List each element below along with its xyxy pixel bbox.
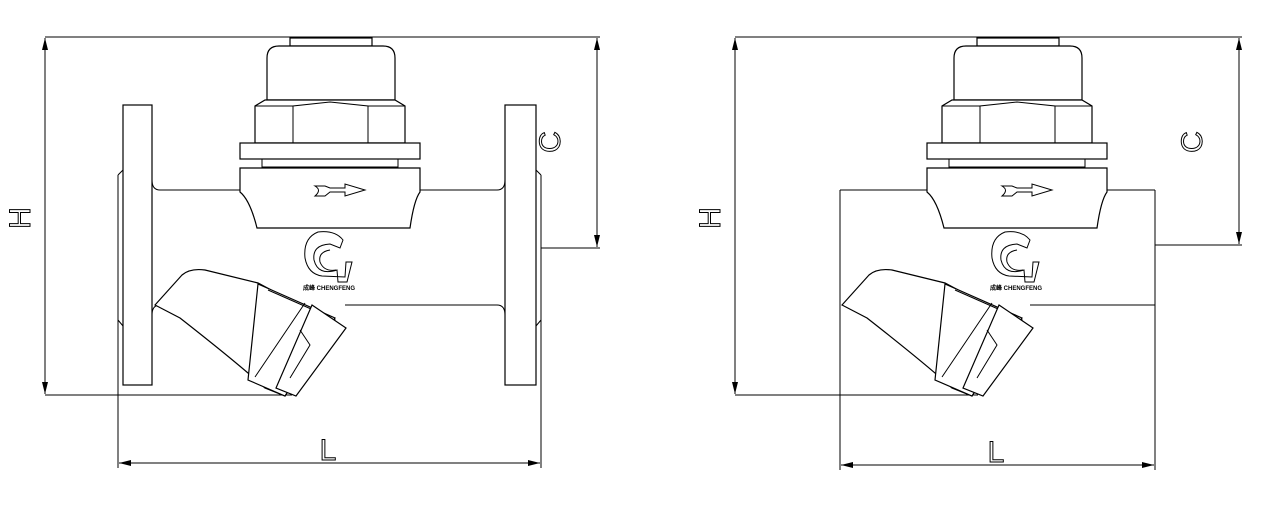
- height-label: H: [4, 207, 37, 229]
- bonnet: [239, 37, 421, 229]
- c-label: C: [534, 131, 567, 153]
- length-label: L: [320, 434, 337, 467]
- bonnet: [926, 37, 1108, 229]
- logo: [304, 231, 353, 283]
- threaded-valve-drawing: 成峰 CHENGFENG H C L: [694, 36, 1242, 470]
- flanged-valve-drawing: 成峰 CHENGFENG H C L: [4, 36, 600, 468]
- left-flange: [122, 104, 153, 386]
- logo: [991, 231, 1040, 283]
- logo-text: 成峰 CHENGFENG: [990, 284, 1042, 292]
- logo-text: 成峰 CHENGFENG: [303, 284, 355, 292]
- right-flange: [504, 104, 537, 386]
- c-label: C: [1176, 131, 1209, 153]
- length-label: L: [988, 436, 1005, 469]
- height-label: H: [694, 207, 727, 229]
